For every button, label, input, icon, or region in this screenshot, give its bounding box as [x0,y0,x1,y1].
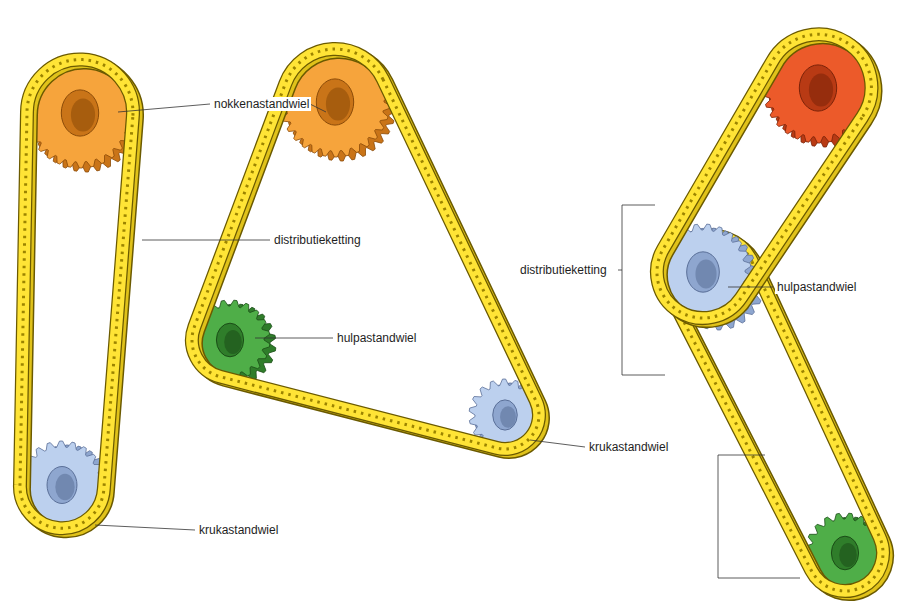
chain-band [657,34,871,318]
chain-band [192,49,539,449]
chain [668,236,887,594]
leader-line [118,104,210,112]
part-label: distributieketting [518,263,609,277]
chain-back [672,239,887,594]
sprocket-bore [809,74,833,107]
sprocket-bore [55,474,74,500]
chain-band [668,236,883,591]
sprocket-hub [493,400,517,430]
bracket [622,205,665,375]
sprocket-bore [326,88,350,121]
sprocket-bore [71,99,95,132]
leader-line [142,240,270,241]
sprocket-hub [216,323,243,357]
part-label: hulpastandwiel [335,331,418,345]
part-label: distributieketting [272,233,363,247]
chains [20,49,887,594]
sprocket-hub [799,65,836,111]
chain-edge [668,236,883,591]
chain-band [20,60,133,529]
sprocket-bore [839,543,857,567]
sprockets [18,33,891,597]
chain-back [196,52,543,452]
bracket [718,455,800,578]
sprocket-bore [224,330,242,354]
chain-edge [657,34,871,318]
leader-line [728,287,773,288]
sprocket-hub [47,467,77,504]
chain [20,60,137,532]
sprocket-bore [695,260,716,289]
chain-back [672,239,887,594]
leader-line [618,270,622,271]
chain-links [20,60,133,529]
chain-back [196,52,543,452]
sprocket-bore [500,406,516,428]
sprocket-hub [61,90,98,136]
sprocket-hub [831,536,858,570]
chain-links [668,236,883,591]
leader-line [310,104,326,112]
leader-lines [95,104,800,578]
sprocket-hub [316,79,353,125]
chain-links [192,49,539,449]
part-label: hulpastandwiel [775,280,858,294]
chain [657,34,875,321]
chain [192,49,543,452]
leader-line [255,338,333,339]
front-sprockets [655,34,875,324]
part-label: krukastandwiel [587,440,670,454]
sprocket-hub [687,252,720,292]
leader-line [95,525,195,530]
part-label: nokkenastandwiel [212,97,311,111]
part-label: krukastandwiel [197,523,280,537]
chain-links [657,34,871,318]
leader-line [530,440,585,447]
chain-edge [192,49,539,449]
chain-edge [20,60,133,529]
